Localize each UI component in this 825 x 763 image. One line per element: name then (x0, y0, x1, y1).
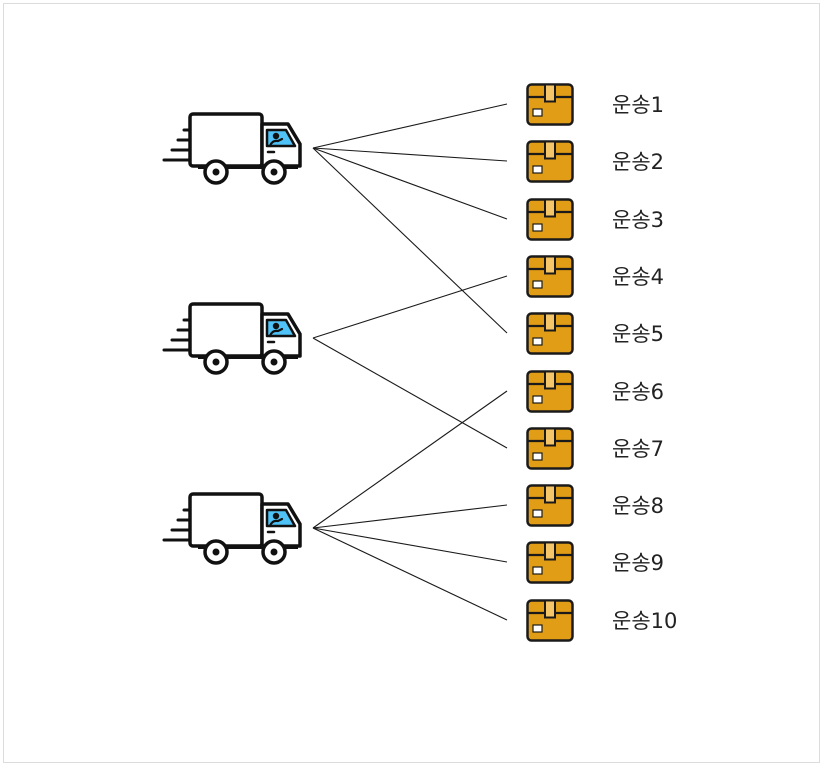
trucks-column (162, 112, 302, 565)
shipment-label: 운송1 (612, 93, 664, 117)
shipment-label: 운송2 (612, 150, 664, 174)
shipment-6-package-box-icon (526, 370, 574, 413)
connector-truck3-shipment8 (312, 504, 508, 529)
shipment-5-package-box-icon (526, 312, 574, 355)
connector-truck1-shipment5 (312, 147, 508, 334)
shipment-2-package-box-icon (526, 140, 574, 183)
assignment-lines (312, 103, 508, 621)
truck-2-delivery-truck-icon (162, 302, 302, 375)
connector-truck1-shipment1 (312, 103, 508, 149)
shipments-column: 운송1 운송2 운송3 운송4 운송5 운송6 운송7 운송8 운송9 운송10 (526, 83, 677, 642)
shipment-label: 운송5 (612, 322, 664, 346)
shipment-label: 운송7 (612, 437, 664, 461)
connector-truck2-shipment7 (312, 337, 508, 449)
truck-1-delivery-truck-icon (162, 112, 302, 185)
shipment-4-package-box-icon (526, 255, 574, 298)
shipment-label: 운송4 (612, 265, 664, 289)
shipment-7-package-box-icon (526, 427, 574, 470)
shipment-10-package-box-icon (526, 599, 574, 642)
shipment-label: 운송6 (612, 380, 664, 404)
connector-truck3-shipment9 (312, 527, 508, 563)
shipment-label: 운송9 (612, 551, 664, 575)
connector-truck3-shipment10 (312, 527, 508, 621)
shipment-label: 운송8 (612, 494, 664, 518)
shipment-label: 운송10 (612, 609, 677, 633)
diagram-frame (3, 3, 820, 763)
truck-3-delivery-truck-icon (162, 492, 302, 565)
shipment-1-package-box-icon (526, 83, 574, 126)
shipment-9-package-box-icon (526, 541, 574, 584)
connector-truck1-shipment3 (312, 147, 508, 220)
shipment-8-package-box-icon (526, 484, 574, 527)
shipment-3-package-box-icon (526, 198, 574, 241)
connector-truck3-shipment6 (312, 390, 508, 529)
connector-truck2-shipment4 (312, 275, 508, 339)
connector-truck1-shipment2 (312, 147, 508, 162)
shipment-label: 운송3 (612, 208, 664, 232)
